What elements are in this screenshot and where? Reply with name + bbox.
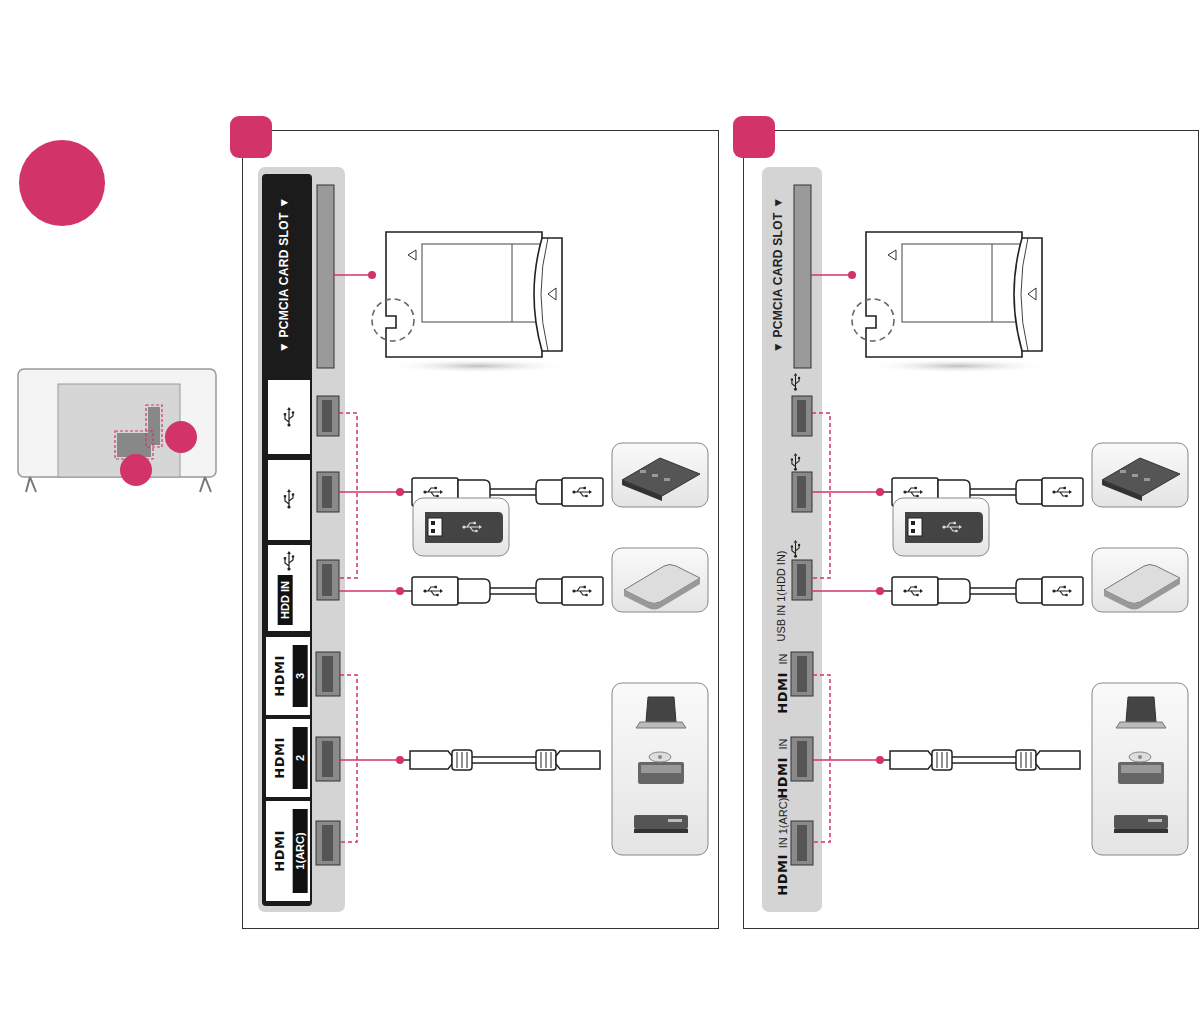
hdmi-logo: HDMI	[776, 672, 791, 713]
hdmi-logo: HDMI	[273, 655, 288, 696]
hdmi-logo: HDMI	[273, 830, 288, 871]
port-number: 2	[293, 727, 308, 789]
port-label: IN 1(ARC)	[777, 798, 790, 849]
port-label: USB IN 1(HDD IN)	[775, 550, 788, 641]
port-strip: ▼ PCMCIA CARD SLOT ▼ USB IN 1(HDD IN) HDMI…	[762, 167, 822, 912]
port-label: HDD IN	[278, 575, 293, 625]
port-label: IN	[777, 739, 790, 750]
hdmi-logo: HDMI	[776, 757, 791, 798]
hdmi-logo: HDMI	[273, 737, 288, 778]
slot-label: ▼ PCMCIA CARD SLOT ▼	[772, 197, 786, 354]
port-label: IN	[777, 654, 790, 665]
slot-label: ▼ PCMCIA CARD SLOT ▼	[278, 197, 292, 354]
port-strip: ▼ PCMCIA CARD SLOT ▼HDD INHDMI3HDMI2HDMI…	[258, 167, 345, 912]
port-number: 3	[293, 645, 308, 707]
hdmi-logo: HDMI	[776, 854, 791, 895]
port-number: 1(ARC)	[293, 809, 308, 893]
